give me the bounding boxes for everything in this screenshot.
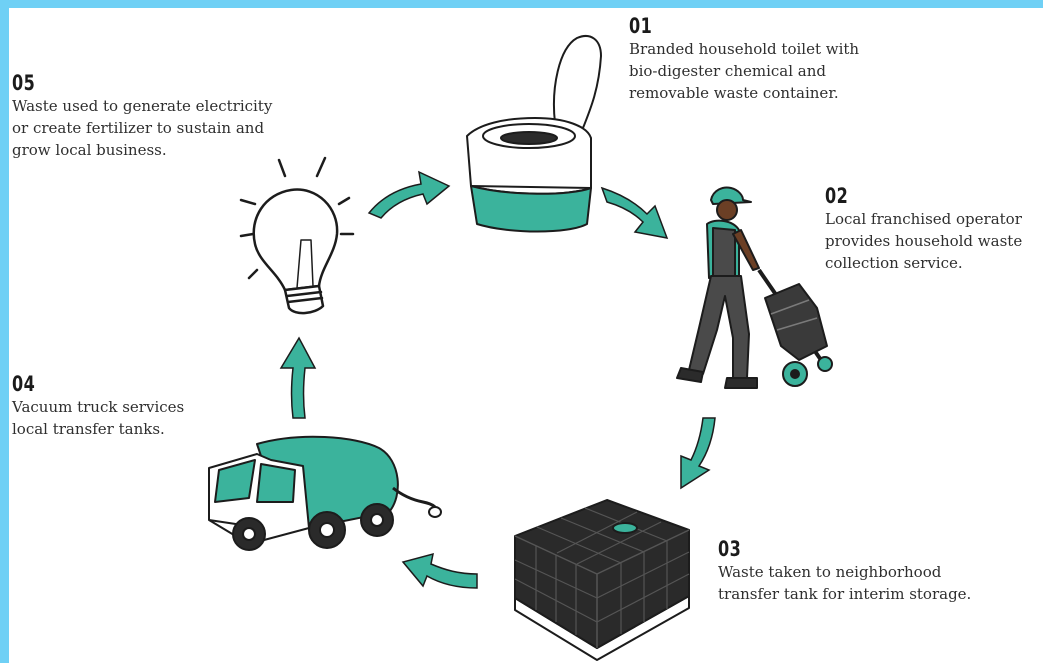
step-description: Waste used to generate electricity or cr… [12,95,332,161]
step-03: 03 Waste taken to neighborhood transfer … [718,537,1038,605]
step-number: 03 [718,537,990,561]
step-description: Waste taken to neighborhood transfer tan… [718,561,1038,605]
operator-icon [677,188,832,389]
step-05: 05 Waste used to generate electricity or… [12,71,332,161]
step-number: 02 [825,184,1012,208]
step-description: Vacuum truck services local transfer tan… [12,396,272,440]
step-number: 05 [12,71,284,95]
step-number: 04 [12,372,233,396]
vacuum-truck-icon [209,437,441,550]
arrow-5-to-1-icon [369,172,449,218]
arrow-2-to-3-icon [681,418,715,488]
toilet-icon [467,36,601,231]
transfer-tank-icon [515,500,689,660]
step-description: Local franchised operator provides house… [825,208,1043,274]
arrow-4-to-5-icon [281,338,315,418]
arrow-1-to-2-icon [602,188,667,238]
step-01: 01 Branded household toilet with bio-dig… [629,14,929,104]
diagram-panel: 01 Branded household toilet with bio-dig… [9,8,1043,663]
step-description: Branded household toilet with bio-digest… [629,38,929,104]
step-number: 01 [629,14,884,38]
arrow-3-to-4-icon [403,554,477,588]
step-04: 04 Vacuum truck services local transfer … [12,372,272,440]
step-02: 02 Local franchised operator provides ho… [825,184,1043,274]
light-bulb-icon [241,158,353,313]
